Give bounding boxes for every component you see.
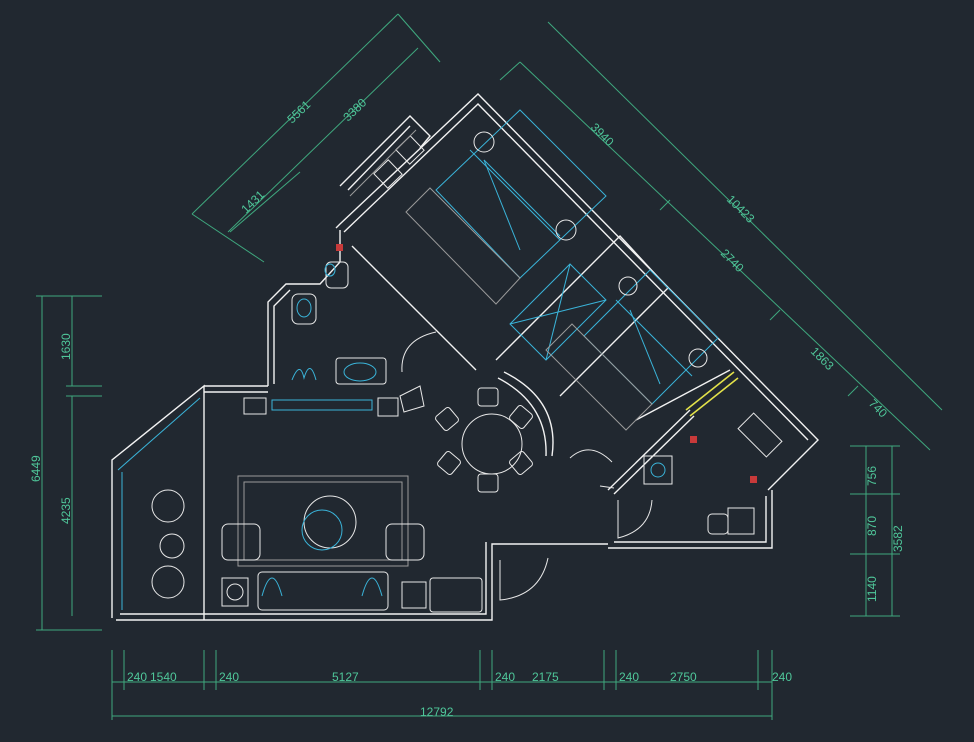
dim-top-right-1863: 1863: [808, 344, 837, 373]
dim-right-total: 3582: [891, 525, 905, 552]
plant-icon: [361, 577, 383, 597]
dimension-texts: 5561 3380 1431 3940 10423 2740 1863 740 …: [29, 95, 905, 719]
walls: [111, 93, 819, 621]
dim-bottom-9: 240: [772, 670, 792, 684]
dim-right-870: 870: [865, 516, 879, 536]
plant-icon: [399, 385, 425, 413]
dining-area: [399, 385, 533, 493]
living-room: [221, 397, 483, 613]
dim-left-4235: 4235: [59, 497, 73, 524]
plant-icon: [291, 368, 317, 381]
lamp-icon: [618, 276, 638, 296]
dim-bottom-4: 5127: [332, 670, 359, 684]
dim-bottom-total: 12792: [420, 705, 454, 719]
dim-bottom-7: 240: [619, 670, 639, 684]
balcony-set: [349, 129, 425, 197]
bedroom-1: [405, 109, 607, 361]
kitchen: [643, 412, 783, 535]
lamp-icon: [473, 131, 495, 153]
lamp-icon: [555, 219, 577, 241]
dim-bottom-5: 240: [495, 670, 515, 684]
dim-bottom-3: 240: [219, 670, 239, 684]
dim-left-1630: 1630: [59, 333, 73, 360]
bathroom: [291, 244, 387, 385]
dim-right-1140: 1140: [865, 576, 879, 602]
dim-left-total: 6449: [29, 455, 43, 482]
doors: [401, 331, 653, 601]
dim-top-right-3940: 3940: [588, 120, 617, 149]
left-balcony: [117, 397, 201, 610]
dimension-lines: [36, 13, 943, 720]
bedroom-2: [545, 269, 739, 431]
dim-top-right-2740: 2740: [718, 246, 747, 275]
dim-bottom-6: 2175: [532, 670, 559, 684]
dim-top-left-total: 5561: [284, 97, 313, 126]
dim-top-right-total: 10423: [724, 192, 758, 226]
dim-bottom-8: 2750: [670, 670, 697, 684]
plant-icon: [261, 577, 283, 597]
dim-right-756: 756: [865, 466, 879, 486]
dim-bottom-1: 240: [127, 670, 147, 684]
lamp-icon: [688, 348, 708, 368]
dim-bottom-2: 1540: [150, 670, 177, 684]
dim-top-right-740: 740: [866, 396, 890, 420]
